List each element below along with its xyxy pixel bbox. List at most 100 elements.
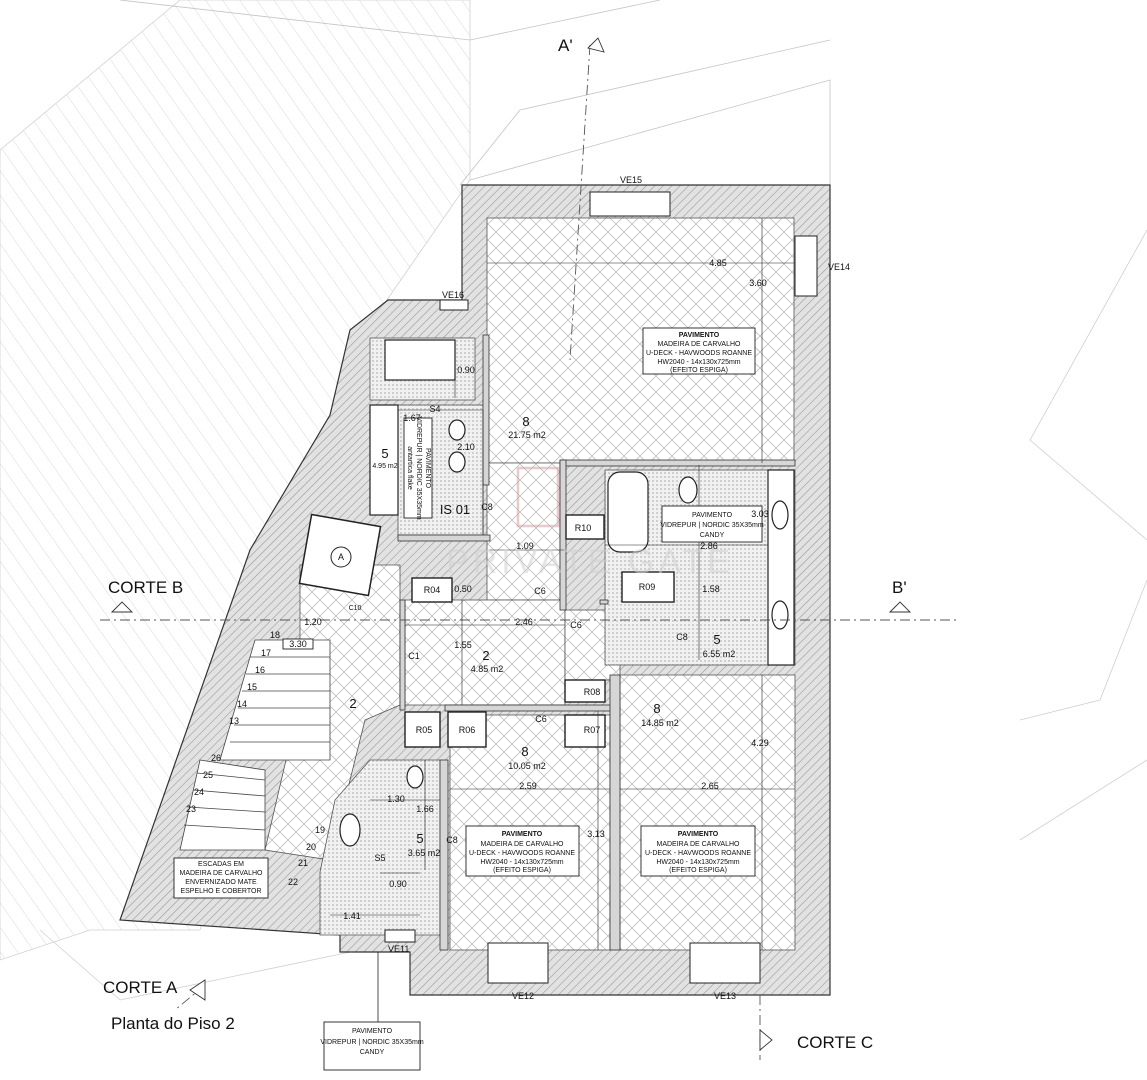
label-c8: C8	[481, 502, 493, 512]
label-s5: S5	[374, 853, 385, 863]
note-line: ENVERNIZADO MATE	[185, 879, 257, 886]
elevator-shaft	[298, 513, 382, 597]
label-r05: R05	[416, 725, 433, 735]
elevator-label: A	[338, 552, 344, 562]
note-wood-mid: PAVIMENTO MADEIRA DE CARVALHO U-DECK - H…	[469, 831, 575, 874]
dimension: 0.90	[457, 365, 475, 375]
dimension: 4.29	[751, 738, 769, 748]
label-ve16: VE16	[442, 290, 464, 300]
watermark-text: PRIVATE GATE	[446, 543, 734, 581]
label-corte-b: CORTE B	[108, 578, 183, 597]
label-c8: C8	[676, 632, 688, 642]
dimension-texts: 4.85 3.60 0.90 1.67 2.10 1.09 0.50 2.46 …	[289, 258, 769, 921]
label-c10: C10	[349, 605, 362, 612]
note-title: PAVIMENTO	[502, 831, 543, 838]
dimension: 1.67	[403, 413, 421, 423]
stair-step-number: 26	[211, 753, 221, 763]
note-line: (EFEITO ESPIGA)	[669, 867, 727, 874]
note-boxes	[173, 327, 763, 1071]
label-ve12: VE12	[512, 991, 534, 1001]
label-r06: R06	[459, 725, 476, 735]
note-line: MADEIRA DE CARVALHO	[658, 341, 742, 348]
note-tile-bottom: PAVIMENTO VIDREPUR | NORDIC 35X35mm CAND…	[320, 1028, 424, 1056]
label-corte-b-end: B'	[892, 578, 907, 597]
note-line: VIDREPUR | NORDIC 35X35mm	[660, 522, 764, 529]
note-wood-top: PAVIMENTO MADEIRA DE CARVALHO U-DECK - H…	[646, 332, 752, 374]
stair-step-number: 23	[186, 804, 196, 814]
note-line: CANDY	[360, 1049, 385, 1056]
note-title: PAVIMENTO	[679, 332, 720, 339]
label-ve13: VE13	[714, 991, 736, 1001]
storage-cells	[404, 514, 675, 748]
room-area: 3.65 m2	[408, 848, 441, 858]
label-ve11: VE11	[388, 944, 409, 954]
label-corte-a-top: A'	[558, 36, 573, 55]
note-line: MADEIRA DE CARVALHO	[657, 841, 741, 848]
room-number: 8	[521, 744, 528, 759]
label-c6: C6	[535, 714, 547, 724]
dimension: 2.65	[701, 781, 719, 791]
note-line: HW2040 - 14x130x725mm	[657, 359, 740, 366]
room-number: 5	[381, 446, 388, 461]
stair-step-number: 24	[194, 787, 204, 797]
label-ve14: VE14	[828, 262, 850, 272]
dimension: 4.85	[709, 258, 727, 268]
note-line: MADEIRA DE CARVALHO	[180, 870, 264, 877]
stair-numbers: 13 14 15 16 17 18 19 20 21 22 23 24 25 2…	[186, 630, 325, 887]
stair-step-number: 25	[203, 770, 213, 780]
room-tags: 8 21.75 m2 5 4.95 m2 5 6.55 m2 2 4.85 m2…	[349, 414, 735, 858]
label-s4: S4	[429, 404, 440, 414]
dimension: 2.86	[700, 541, 718, 551]
dimension: 1.41	[343, 911, 361, 921]
note-title: PAVIMENTO	[424, 448, 431, 489]
dimension-lines	[330, 218, 795, 950]
note-line: VIDREPUR | NORDIC 35X35mm	[320, 1039, 424, 1046]
stair-step-number: 14	[237, 699, 247, 709]
room-area: 10.05 m2	[508, 761, 546, 771]
room-number: 2	[349, 696, 356, 711]
bath-fixtures	[339, 339, 795, 847]
dimension: 2.59	[519, 781, 537, 791]
room-number: 2	[482, 648, 489, 663]
plan-title: Planta do Piso 2	[111, 1014, 235, 1033]
dimension: 3.13	[587, 829, 605, 839]
note-line: U-DECK - HAVWOODS ROANNE	[469, 850, 575, 857]
dimension: 2.10	[457, 442, 475, 452]
label-r09: R09	[639, 582, 656, 592]
dimension: 1.58	[702, 584, 720, 594]
dimension: 0.50	[454, 584, 472, 594]
note-tile-vertical: PAVIMENTO VIDREPUR | NORDIC 35X35mm anta…	[406, 416, 431, 520]
note-title: PAVIMENTO	[352, 1028, 393, 1035]
note-line: CANDY	[700, 532, 725, 539]
dimension: 1.30	[387, 794, 405, 804]
label-c8: C8	[446, 835, 458, 845]
note-line: MADEIRA DE CARVALHO	[481, 841, 565, 848]
dimension: 3.03	[751, 509, 769, 519]
dimension: 1.09	[516, 541, 534, 551]
dimension: 1.20	[304, 617, 322, 627]
stair-step-number: 17	[261, 648, 271, 658]
interior-walls	[397, 334, 796, 951]
room-area: 6.55 m2	[703, 649, 736, 659]
room-area: 4.95 m2	[372, 463, 397, 470]
label-r07: R07	[584, 725, 601, 735]
note-line: ESCADAS EM	[198, 861, 244, 868]
label-corte-c: CORTE C	[797, 1033, 873, 1052]
room-area: 4.85 m2	[471, 664, 504, 674]
room-number: 8	[522, 414, 529, 429]
label-c6: C6	[570, 620, 582, 630]
stair-step-number: 15	[247, 682, 257, 692]
watermark-logo	[516, 466, 560, 528]
dimension: 1.55	[454, 640, 472, 650]
room-number: 5	[713, 632, 720, 647]
label-r10: R10	[575, 523, 592, 533]
note-line: HW2040 - 14x130x725mm	[656, 859, 739, 866]
dimension: 3.60	[749, 278, 767, 288]
stair-step-number: 19	[315, 825, 325, 835]
note-stairs: ESCADAS EM MADEIRA DE CARVALHO ENVERNIZA…	[180, 861, 264, 895]
note-tile-bath: PAVIMENTO VIDREPUR | NORDIC 35X35mm CAND…	[660, 512, 764, 539]
note-title: PAVIMENTO	[678, 831, 719, 838]
note-line: U-DECK - HAVWOODS ROANNE	[646, 350, 752, 357]
dimension: 3.30	[289, 639, 307, 649]
dimension: 0.90	[389, 879, 407, 889]
